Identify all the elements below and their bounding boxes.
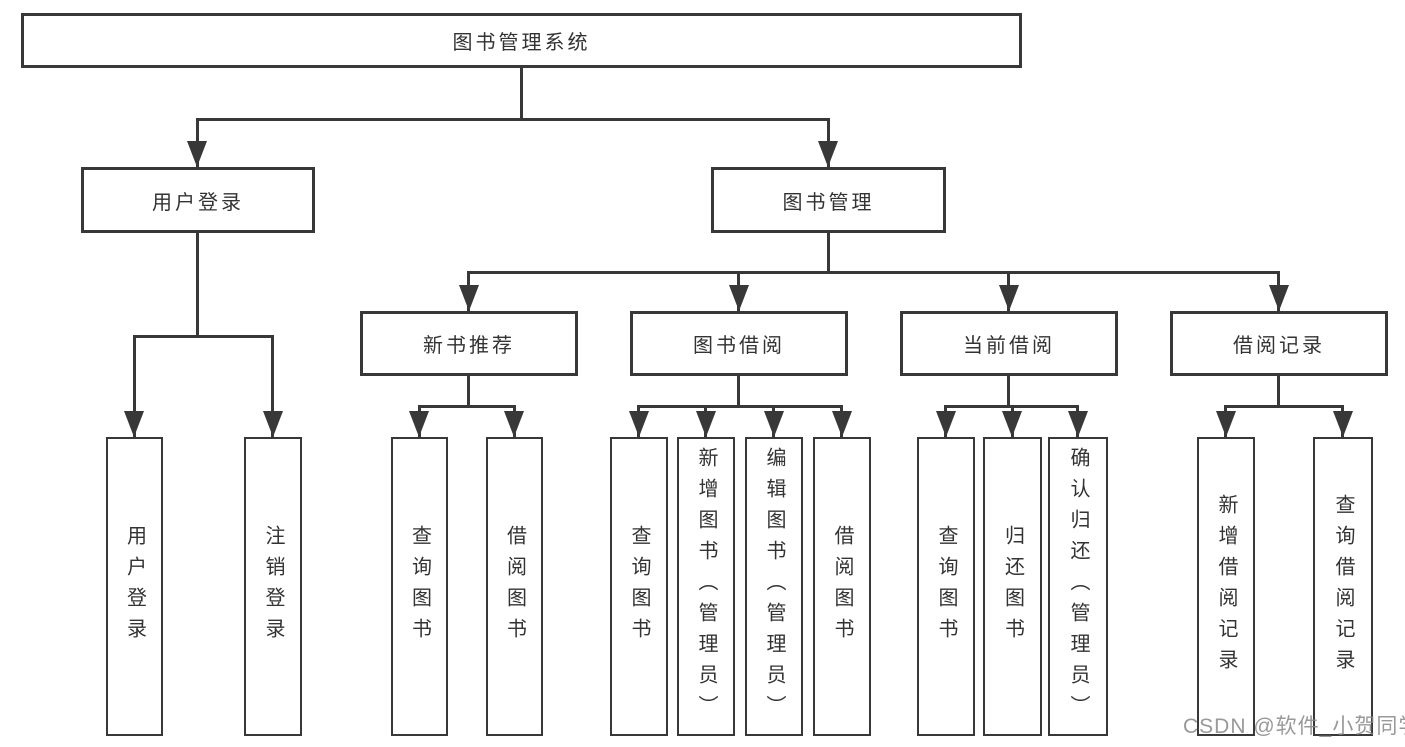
leaf-user-login: 用户登录	[106, 437, 163, 736]
node-current-borrow: 当前借阅	[900, 311, 1118, 376]
connector-book-borrow-stem	[737, 376, 740, 405]
arrowhead-icon	[124, 411, 144, 437]
connector-new-books-branch	[418, 405, 516, 408]
connector-book-mgmt-stem	[827, 233, 830, 271]
leaf-borrow-books: 借阅图书	[486, 437, 543, 736]
leaf-label: 确认归还（管理员）	[1067, 447, 1089, 726]
leaf-label: 归还图书	[1001, 524, 1024, 649]
connector-login-branch	[133, 335, 274, 338]
node-borrow-records: 借阅记录	[1170, 311, 1388, 376]
arrowhead-icon	[764, 411, 784, 437]
arrowhead-icon	[1333, 411, 1353, 437]
connector-book-borrow-branch	[637, 405, 843, 408]
leaf-label: 注销登录	[262, 524, 284, 649]
arrowhead-icon	[1068, 411, 1088, 437]
connector-user-login-stem	[196, 233, 199, 335]
node-label: 新书推荐	[423, 335, 515, 357]
connector-level2-branch	[196, 118, 830, 121]
arrowhead-icon	[999, 285, 1019, 311]
leaf-query-books: 查询图书	[917, 437, 975, 736]
leaf-label: 编辑图书（管理员）	[763, 447, 785, 726]
leaf-label: 新增图书（管理员）	[695, 447, 717, 726]
leaf-label: 借阅图书	[831, 524, 853, 649]
connector-new-books-stem	[467, 376, 470, 405]
connector-root-stem	[520, 68, 523, 118]
leaf-query-borrow-record: 查询借阅记录	[1313, 437, 1373, 736]
arrowhead-icon	[1002, 411, 1022, 437]
connector-drop-leaf	[271, 335, 274, 437]
connector-borrow-records-stem	[1277, 376, 1280, 405]
node-label: 当前借阅	[963, 335, 1055, 357]
arrowhead-icon	[936, 411, 956, 437]
arrowhead-icon	[832, 411, 852, 437]
csdn-watermark: CSDN @软件_小贺同学	[1183, 715, 1405, 738]
node-book-management: 图书管理	[711, 167, 946, 233]
leaf-add-borrow-record: 新增借阅记录	[1197, 437, 1255, 736]
node-user-login: 用户登录	[81, 167, 315, 233]
node-root-system: 图书管理系统	[21, 13, 1022, 68]
arrowhead-icon	[729, 285, 749, 311]
arrowhead-icon	[818, 141, 838, 167]
leaf-label: 新增借阅记录	[1215, 493, 1237, 680]
arrowhead-icon	[696, 411, 716, 437]
node-label: 用户登录	[152, 191, 244, 214]
node-label: 图书管理系统	[452, 32, 591, 54]
arrowhead-icon	[504, 411, 524, 437]
leaf-return-books: 归还图书	[983, 437, 1042, 736]
leaf-label: 查询借阅记录	[1332, 493, 1354, 680]
connector-borrow-records-branch	[1224, 405, 1344, 408]
leaf-logout: 注销登录	[244, 437, 302, 736]
leaf-borrow-books: 借阅图书	[813, 437, 871, 736]
connector-current-borrow-stem	[1007, 376, 1010, 405]
leaf-add-books-admin: 新增图书（管理员）	[677, 437, 735, 736]
arrowhead-icon	[459, 285, 479, 311]
leaf-edit-books-admin: 编辑图书（管理员）	[745, 437, 803, 736]
arrowhead-icon	[629, 411, 649, 437]
connector-level3-branch	[467, 271, 1280, 274]
arrowhead-icon	[263, 411, 283, 437]
leaf-label: 查询图书	[628, 524, 650, 649]
node-label: 图书借阅	[693, 335, 785, 357]
leaf-label: 用户登录	[123, 524, 146, 649]
leaf-query-books: 查询图书	[391, 437, 448, 736]
leaf-label: 借阅图书	[503, 524, 526, 649]
node-label: 图书管理	[782, 191, 875, 214]
node-label: 借阅记录	[1233, 335, 1325, 357]
arrowhead-icon	[409, 411, 429, 437]
arrowhead-icon	[1216, 411, 1236, 437]
leaf-confirm-return-admin: 确认归还（管理员）	[1048, 437, 1108, 736]
leaf-query-books: 查询图书	[610, 437, 668, 736]
leaf-label: 查询图书	[408, 524, 431, 649]
leaf-label: 查询图书	[935, 524, 957, 649]
arrowhead-icon	[187, 141, 207, 167]
node-book-borrow: 图书借阅	[630, 311, 848, 376]
connector-drop-leaf	[133, 335, 136, 437]
node-new-book-recommend: 新书推荐	[360, 311, 578, 376]
arrowhead-icon	[1269, 285, 1289, 311]
